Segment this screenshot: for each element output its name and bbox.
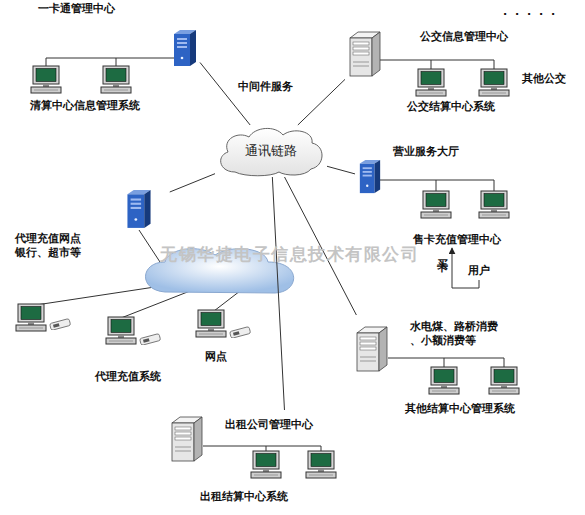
pc-icon	[196, 310, 226, 337]
network-cloud: 通讯链路	[215, 125, 327, 177]
group-label: 网点	[205, 350, 227, 363]
system-cluster: 水电煤、路桥消费 、小额消费等其他结算中心管理系统	[355, 315, 565, 417]
pc-icon	[306, 451, 336, 478]
lan-wire	[388, 358, 504, 367]
node-text: 代理充值网点 银行、超市等	[15, 232, 110, 261]
node-text: 水电煤、路桥消费 、小额消费等	[410, 320, 510, 349]
system-cluster: 营业服务大厅售卡充值管理中心	[355, 145, 545, 248]
system-cluster: 代理充值网点 银行、超市等代理充值系统	[0, 192, 300, 390]
server-icon	[127, 190, 150, 228]
node-text: 用户	[468, 264, 490, 278]
server-icon	[172, 417, 202, 461]
cloud-outline	[221, 128, 322, 175]
server-icon	[350, 32, 380, 76]
pc-icon	[251, 451, 281, 478]
group-label: 其他公交	[522, 72, 566, 85]
link-line	[327, 166, 355, 174]
node-text: 出租结算中心系统	[200, 490, 288, 504]
card-reader-icon	[50, 319, 71, 331]
pc-icon	[31, 66, 61, 93]
watermark: 无锡华捷电子信息技术有限公司	[160, 244, 419, 264]
server-icon	[360, 160, 380, 193]
server-icon	[357, 327, 387, 371]
pc-icon	[489, 367, 519, 394]
pc-icon	[429, 367, 459, 394]
link-line	[200, 62, 250, 125]
link-line	[272, 177, 284, 410]
pc-icon	[416, 69, 446, 96]
node-text: 其他结算中心管理系统	[405, 402, 515, 416]
system-cluster: 出租公司管理中心出租结算中心系统	[165, 410, 350, 515]
edge-label: 买卡	[436, 250, 449, 254]
edge-label: 中间件服务	[238, 80, 293, 93]
node-text: 清算中心信息管理系统	[30, 99, 140, 113]
card-reader-icon	[230, 327, 251, 339]
lan-wire	[380, 180, 494, 191]
pc-icon	[16, 304, 46, 331]
lan-wire	[380, 60, 494, 69]
user-node: 用户	[462, 262, 496, 280]
pc-icon	[421, 191, 451, 218]
node-text: 公交信息管理中心	[420, 30, 508, 44]
server-icon	[174, 30, 196, 66]
pc-icon	[479, 191, 509, 218]
lan-wire	[139, 230, 160, 262]
card-reader-icon	[140, 334, 161, 346]
lan-wire	[46, 58, 176, 66]
node-text: 代理充值系统	[95, 370, 161, 384]
node-text: 售卡充值管理中心	[413, 233, 501, 247]
link-line	[298, 79, 345, 125]
node-text: 通讯链路	[245, 143, 297, 160]
lan-wire	[203, 446, 321, 451]
node-text: 营业服务大厅	[393, 145, 459, 159]
node-text: 公交结算中心系统	[407, 100, 495, 114]
node-text: 一卡通管理中心	[38, 2, 115, 16]
pc-icon	[101, 66, 131, 93]
ellipsis-mark: · · · · ·	[503, 8, 557, 21]
system-cluster: 一卡通管理中心清算中心信息管理系统	[0, 0, 200, 120]
node-text: 出租公司管理中心	[225, 418, 313, 432]
link-line	[170, 174, 215, 192]
pc-icon	[479, 69, 509, 96]
pc-icon	[106, 317, 136, 344]
